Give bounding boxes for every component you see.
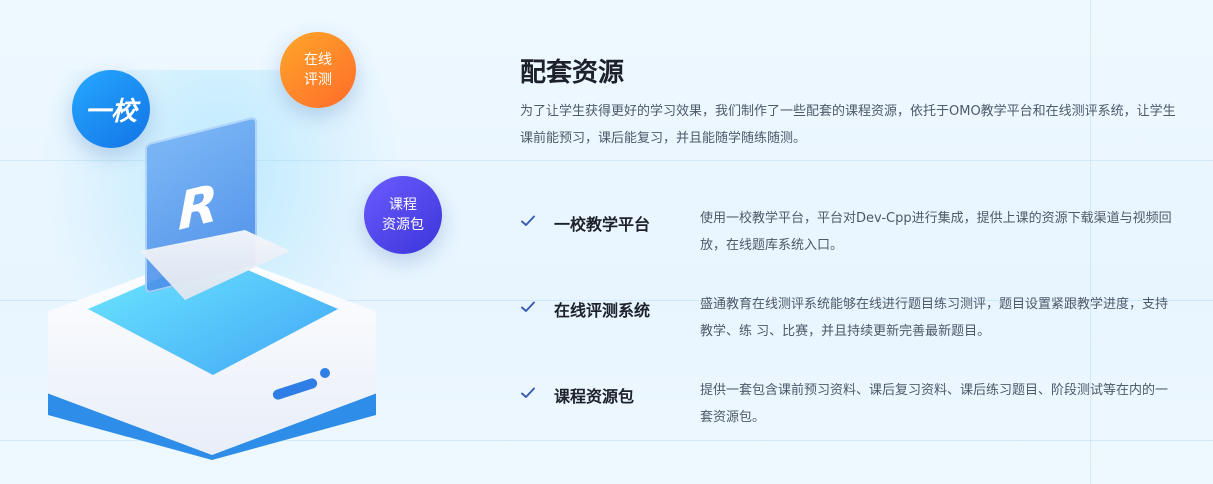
bubble-online-judge-line2: 评测 (304, 72, 332, 88)
feature-item-platform: 一校教学平台 使用一校教学平台，平台对Dev-Cpp进行集成，提供上课的资源下载… (520, 211, 1200, 271)
grid-line (0, 160, 1213, 161)
bubble-online-judge: 在线 评测 (280, 32, 356, 108)
bubble-course-pack: 课程 资源包 (364, 176, 442, 254)
feature-title: 一校教学平台 (554, 215, 651, 234)
bubble-yixiao-text: 一校 (84, 96, 137, 127)
feature-title: 课程资源包 (554, 387, 635, 406)
bubble-online-judge-line1: 在线 (304, 52, 332, 68)
section-description: 为了让学生获得更好的学习效果，我们制作了一些配套的课程资源，依托于OMO教学平台… (520, 104, 1176, 146)
feature-title: 在线评测系统 (554, 301, 651, 320)
section-title: 配套资源 (520, 58, 625, 88)
bubble-course-pack-line1: 课程 (389, 197, 417, 213)
feature-description: 盛通教育在线测评系统能够在线进行题目练习测评，题目设置紧跟教学进度，支持教学、练… (700, 297, 1169, 339)
feature-description: 提供一套包含课前预习资料、课后复习资料、课后练习题目、阶段测试等在内的一套资源包… (700, 383, 1169, 425)
feature-item-online-judge: 在线评测系统 盛通教育在线测评系统能够在线进行题目练习测评，题目设置紧跟教学进度… (520, 297, 1200, 357)
feature-item-resource-pack: 课程资源包 提供一套包含课前预习资料、课后复习资料、课后练习题目、阶段测试等在内… (520, 383, 1200, 443)
screen-logo: R (178, 173, 219, 243)
resource-illustration: R 一校 在线 评测 课程 资源包 (0, 0, 480, 484)
grid-line (0, 300, 1213, 301)
grid-line (1090, 0, 1091, 484)
check-icon (521, 215, 535, 226)
check-icon (521, 301, 535, 312)
grid-line (0, 440, 1213, 441)
bubble-yixiao-logo: 一校 (72, 70, 150, 148)
device-indicator-dot (320, 368, 330, 378)
bubble-course-pack-line2: 资源包 (382, 217, 424, 233)
feature-description: 使用一校教学平台，平台对Dev-Cpp进行集成，提供上课的资源下载渠道与视频回放… (700, 211, 1172, 253)
check-icon (521, 387, 535, 398)
